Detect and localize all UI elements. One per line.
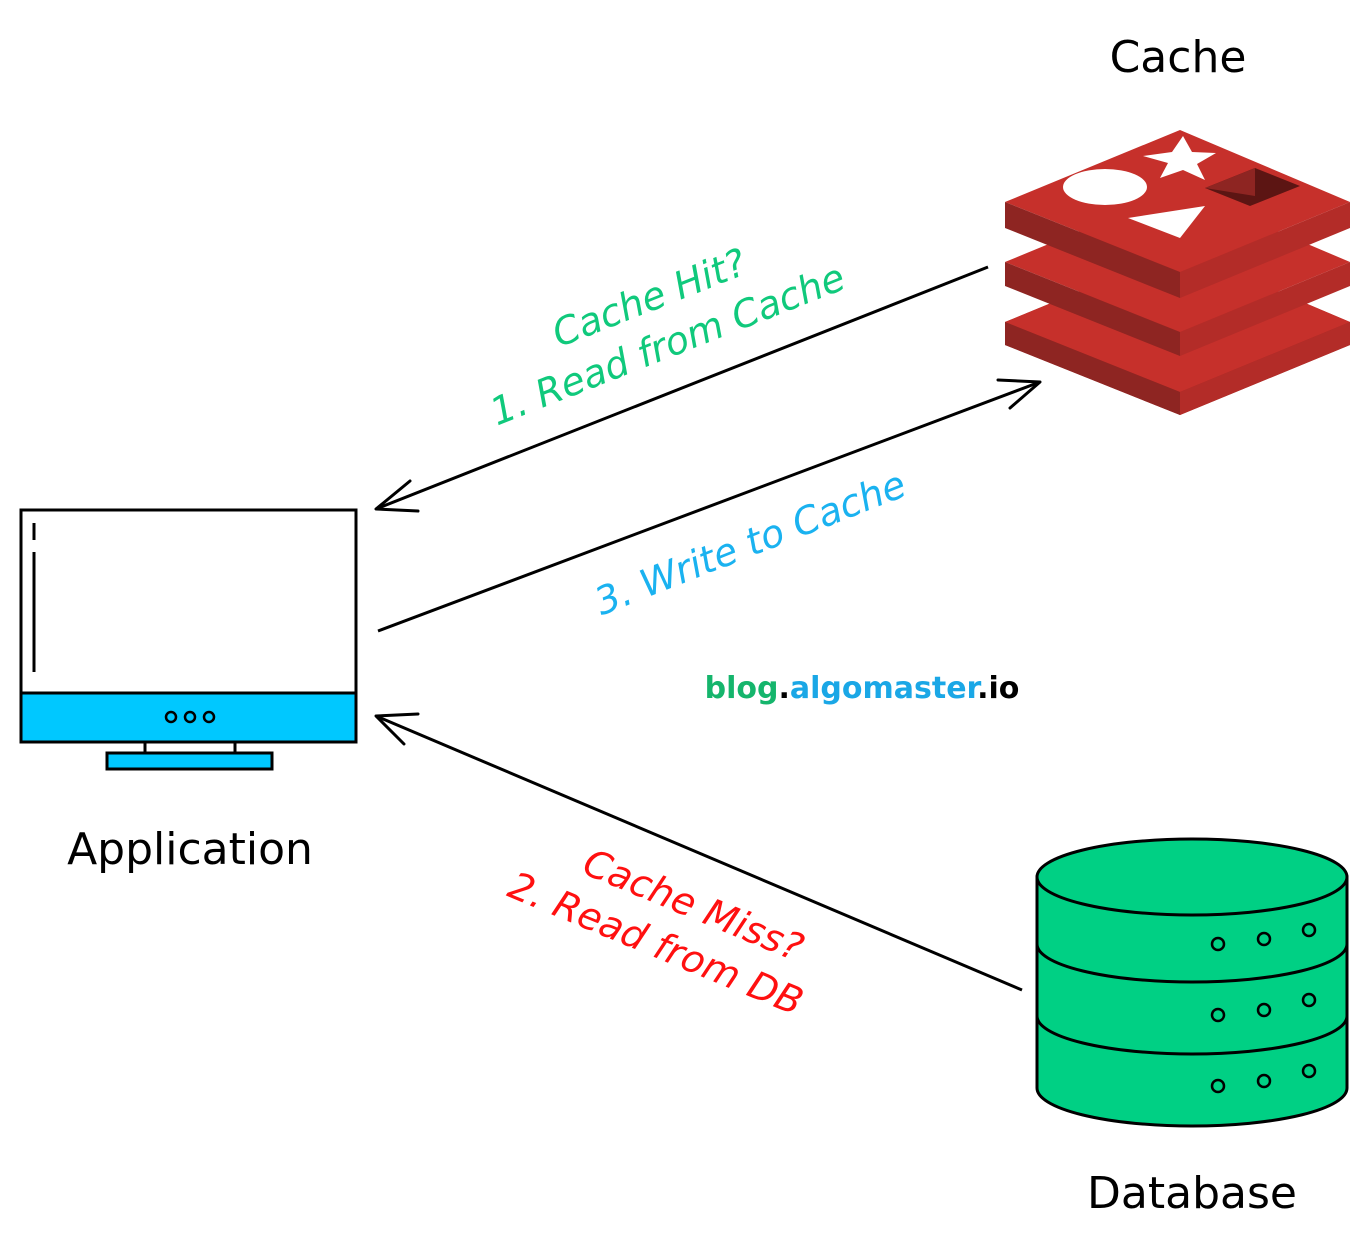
- cache-miss-label-group: Cache Miss? 2. Read from DB: [502, 840, 809, 1024]
- cache-hit-arrow: [374, 265, 989, 513]
- write-cache-label: 3. Write to Cache: [589, 462, 912, 624]
- write-cache-label-group: 3. Write to Cache: [589, 462, 912, 624]
- brand-watermark: blog.algomaster.io: [705, 671, 1020, 706]
- monitor-icon: [19, 508, 358, 771]
- cache-miss-arrow: [374, 712, 1023, 992]
- db-indicator-icon: [1256, 1073, 1272, 1089]
- db-indicator-icon: [1210, 936, 1226, 952]
- db-indicator-icon: [1301, 992, 1317, 1008]
- redis-stack-icon: [1005, 130, 1350, 415]
- application-label: Application: [67, 824, 313, 875]
- cache-label: Cache: [1110, 32, 1247, 83]
- db-indicator-icon: [1256, 931, 1272, 947]
- cache-star-shape: [1143, 136, 1216, 180]
- write-cache-arrow: [377, 378, 1042, 633]
- cache-ellipse-shape: [1063, 169, 1147, 205]
- cache-hit-label-group: Cache Hit? 1. Read from Cache: [484, 240, 851, 434]
- cache-triangle-shape: [1128, 206, 1205, 238]
- database-cylinder-icon: [1035, 837, 1349, 1128]
- monitor-dot-icon: [183, 710, 197, 724]
- db-indicator-icon: [1210, 1007, 1226, 1023]
- database-label: Database: [1087, 1168, 1297, 1219]
- monitor-dot-icon: [164, 710, 178, 724]
- db-indicator-icon: [1301, 922, 1317, 938]
- db-indicator-icon: [1301, 1063, 1317, 1079]
- db-indicator-icon: [1256, 1002, 1272, 1018]
- db-indicator-icon: [1210, 1078, 1226, 1094]
- monitor-dot-icon: [202, 710, 216, 724]
